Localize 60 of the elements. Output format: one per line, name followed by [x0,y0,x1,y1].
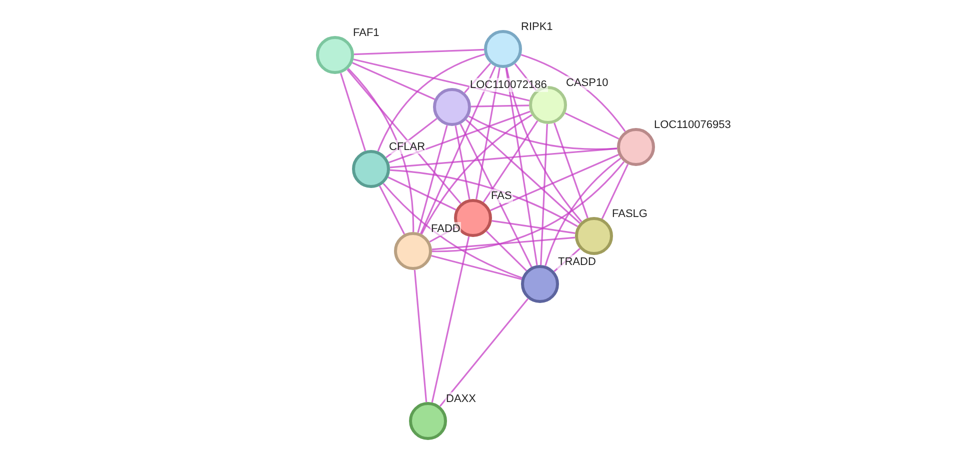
interaction-line [506,68,582,222]
interaction-line [439,298,529,407]
interaction-line [431,255,522,280]
protein-node [484,30,522,68]
interaction-line [390,148,618,168]
interaction-line [340,72,366,152]
interaction-line [540,124,548,266]
interaction-line [388,176,456,210]
interaction-line [470,104,530,108]
interaction-line [490,154,619,212]
protein-label: LOC110072186 [469,78,548,92]
protein-node [316,36,354,74]
interaction-line [386,118,438,158]
interaction-line [354,48,484,56]
interaction-line [514,63,537,91]
interaction-line [564,112,620,140]
interaction-line [454,126,470,200]
interaction-line [431,236,470,403]
interaction-line [353,58,530,102]
interaction-line [476,68,500,200]
interaction-line [390,169,578,228]
protein-node [617,128,655,166]
interaction-line [554,248,580,272]
interaction-line [492,220,576,234]
interaction-line [352,62,435,100]
interaction-line [348,68,414,232]
interaction-line [378,186,406,234]
interaction-line [505,68,538,266]
interaction-line [420,114,532,234]
interaction-line [520,54,626,132]
interaction-line [414,270,428,402]
interaction-line [544,158,622,266]
protein-node [433,88,471,126]
interaction-line [388,110,530,164]
interaction-line [382,182,522,279]
interaction-line [482,120,538,203]
protein-node [394,232,432,270]
protein-node [352,150,390,188]
interaction-line [468,115,618,150]
protein-label: CFLAR [388,140,426,154]
interaction-line [429,226,457,243]
interaction-line [466,119,580,224]
protein-node [521,265,559,303]
interaction-line [486,230,528,272]
protein-label: CASP10 [565,76,610,90]
interaction-line [554,122,588,218]
protein-node [575,217,613,255]
interaction-line [417,125,448,233]
interaction-line [377,53,485,152]
interaction-line [432,236,576,250]
protein-node [409,402,447,440]
interaction-line [420,66,496,234]
protein-label: FADD [430,222,462,236]
interaction-line [601,164,629,220]
interaction-line [432,161,625,252]
protein-label: TRADD [557,255,597,269]
interaction-line [464,62,492,94]
interaction-line [460,124,532,268]
interaction-line [346,68,462,204]
protein-label: FAS [490,189,513,203]
